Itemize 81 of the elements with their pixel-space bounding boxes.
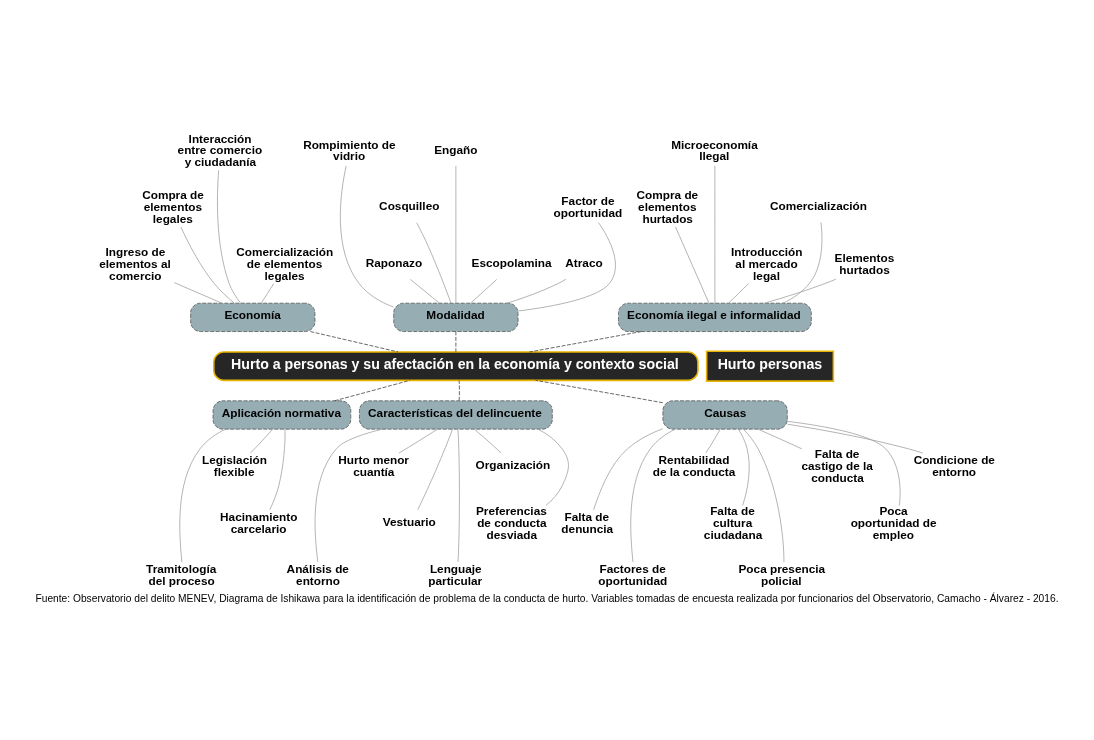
- node-text: Factor de oportunidad: [553, 193, 623, 220]
- node-text: Tramitología del proceso: [146, 561, 217, 588]
- connector: [180, 226, 235, 303]
- node-text: Condicione de entorno: [913, 452, 995, 479]
- node-text: Legislación flexible: [201, 452, 267, 479]
- connector: [260, 282, 275, 303]
- connector: [179, 428, 226, 562]
- node-text: Comercialización: [769, 198, 868, 213]
- node-box: Características del delincuente: [359, 399, 553, 430]
- node-text: Introducción al mercado legal: [731, 244, 803, 283]
- connector: [334, 379, 411, 401]
- connector: [782, 221, 823, 304]
- connector: [537, 428, 569, 506]
- connector: [416, 221, 452, 303]
- node-text: Organización: [475, 457, 551, 472]
- node-box: Economía: [190, 302, 316, 332]
- node-text: Poca presencia policial: [738, 561, 826, 588]
- node-text: Lenguaje particular: [428, 561, 483, 588]
- connector: [417, 428, 453, 510]
- node-box: Hurto personas: [705, 349, 835, 382]
- node-text: Falta de castigo de la conducta: [801, 446, 873, 485]
- node-text: Engaño: [434, 142, 478, 157]
- connector: [593, 427, 664, 510]
- node-box: Aplicación normativa: [212, 399, 352, 430]
- caption: Fuente: Observatorio del delito MENEV, Diagrama de Ishikawa para la identificación de problema de la conducta de hurto. Variables tomadas de encuesta realizada por funcionarios del Observatorio, Camacho - Álvarez - 2016.: [35, 592, 1059, 604]
- node-text: Compra de elementos hurtados: [636, 187, 699, 226]
- connector: [250, 428, 273, 453]
- node-text: Hurto menor cuantía: [338, 452, 409, 479]
- node-text: Interacción entre comercio y ciudadanía: [177, 131, 263, 169]
- node-text: Análisis de entorno: [286, 561, 349, 588]
- node-text: Cosquilleo: [379, 198, 440, 213]
- connector: [474, 428, 502, 453]
- node-text: Rompimiento de vidrio: [303, 137, 396, 163]
- connector: [517, 221, 616, 311]
- node-box: Modalidad: [393, 302, 519, 332]
- connector: [728, 282, 750, 303]
- connector: [738, 428, 750, 506]
- connector: [173, 281, 222, 303]
- connector: [455, 164, 457, 304]
- connector: [764, 278, 837, 304]
- connector: [458, 379, 460, 401]
- node-text: Falta de cultura ciudadana: [703, 503, 763, 542]
- connector: [714, 164, 716, 304]
- node-text: Comercialización de elementos legales: [236, 244, 334, 283]
- connector: [314, 428, 383, 562]
- connector: [528, 330, 642, 352]
- node-text: Factores de oportunidad: [598, 561, 668, 588]
- node-text: Falta de denuncia: [561, 509, 614, 536]
- node-box: Hurto a personas y su afectación en la economía y contexto social: [213, 350, 699, 381]
- node-text: Microeconomía Ilegal: [671, 137, 758, 163]
- connector: [470, 278, 498, 303]
- node-text: Raponazo: [365, 255, 423, 270]
- connector: [743, 428, 785, 563]
- node-text: Elementos hurtados: [834, 250, 895, 277]
- node-text: Vestuario: [382, 514, 436, 529]
- connector: [310, 330, 399, 352]
- connector: [269, 428, 286, 510]
- connector: [340, 165, 394, 307]
- connector: [705, 428, 721, 453]
- connector: [757, 428, 803, 449]
- node-text: Rentabilidad de la conducta: [652, 452, 736, 479]
- connector: [217, 169, 241, 303]
- node-text: Poca oportunidad de empleo: [850, 503, 937, 542]
- connector: [506, 278, 567, 304]
- connector: [409, 278, 440, 303]
- node-text: Compra de elementos legales: [142, 187, 204, 226]
- connector: [787, 423, 924, 453]
- connector: [787, 420, 901, 506]
- node-box: Causas: [662, 399, 788, 430]
- connector: [457, 428, 460, 562]
- connector: [455, 330, 457, 352]
- node-text: Escopolamina: [471, 255, 552, 270]
- node-text: Atraco: [565, 255, 603, 270]
- node-text: Hacinamiento carcelario: [220, 509, 298, 536]
- connector: [398, 428, 438, 453]
- connector: [535, 379, 664, 403]
- connector: [675, 225, 710, 303]
- node-box: Economía ilegal e informalidad: [618, 302, 812, 332]
- node-text: Preferencias de conducta desviada: [475, 503, 547, 542]
- connector: [630, 428, 676, 563]
- node-text: Ingreso de elementos al comercio: [99, 244, 171, 283]
